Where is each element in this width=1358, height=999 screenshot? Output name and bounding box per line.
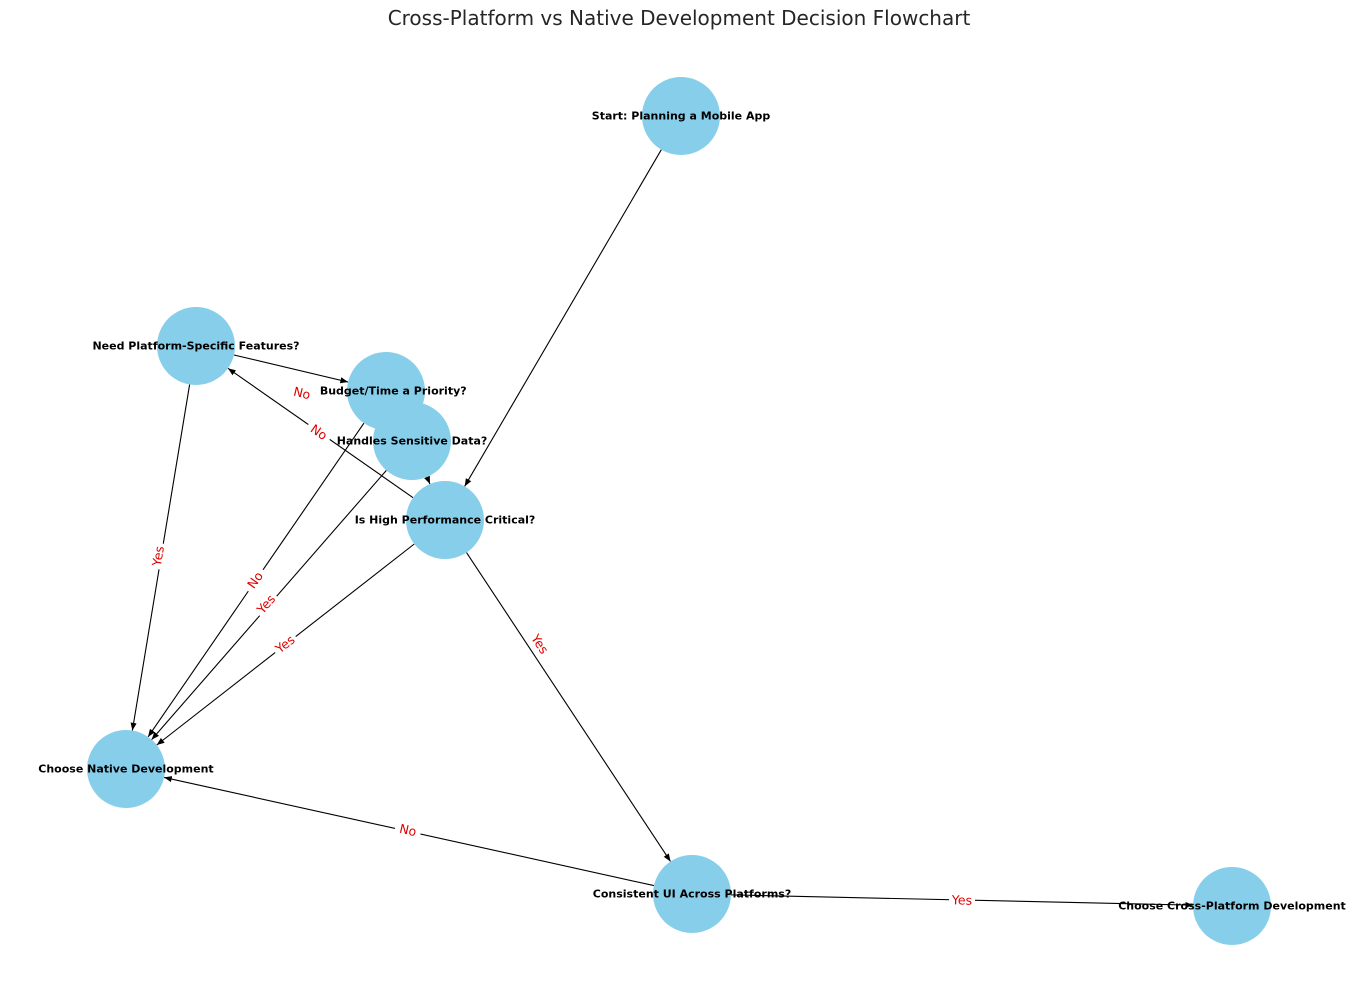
node-label-cross: Choose Cross-Platform Development: [1118, 900, 1346, 913]
edge-label-consistent_ui-to-cross: Yes: [951, 892, 973, 907]
edge-label-background: [526, 628, 554, 660]
edge-label-background: [393, 819, 423, 841]
node-label-features: Need Platform-Specific Features?: [92, 340, 299, 353]
node-performance: [406, 481, 484, 559]
chart-title: Cross-Platform vs Native Development Dec…: [388, 6, 971, 30]
edge-label-features-to-native: Yes: [149, 545, 167, 568]
edge-sensitive-to-performance: [424, 475, 431, 485]
node-label-consistent_ui: Consistent UI Across Platforms?: [593, 888, 791, 901]
node-label-budget: Is Budget/Time a Priority?: [305, 385, 466, 398]
node-label-start: Start: Planning a Mobile App: [592, 110, 771, 123]
node-features: [157, 307, 235, 385]
edge-start-to-performance: [464, 149, 662, 487]
node-label-sensitive: Handles Sensitive Data?: [337, 435, 488, 448]
edge-label-background: [241, 564, 269, 596]
edge-label-consistent_ui-to-native: No: [398, 821, 418, 839]
node-consistent_ui: [653, 855, 731, 933]
edge-label-background: [948, 891, 976, 909]
edge-label-background: [269, 629, 301, 659]
edges-layer: [130, 149, 1194, 909]
node-label-native: Choose Native Development: [38, 763, 213, 776]
node-sensitive: [373, 402, 451, 480]
edge-features-to-budget: [233, 354, 349, 384]
node-start: [642, 77, 720, 155]
node-label-performance: Is High Performance Critical?: [355, 514, 536, 527]
node-labels-layer: Start: Planning a Mobile App Is High Perf…: [38, 110, 1346, 913]
edge-label-background: [287, 382, 317, 404]
edge-label-background: [303, 417, 335, 447]
edge-performance-to-consistent_ui: [466, 552, 671, 862]
nodes-layer: [87, 77, 1271, 945]
edge-label-background: [147, 541, 169, 571]
edge-label-features-to-budget: No: [292, 384, 312, 403]
node-cross: [1193, 867, 1271, 945]
edge-label-background: [251, 588, 281, 620]
node-native: [87, 730, 165, 808]
